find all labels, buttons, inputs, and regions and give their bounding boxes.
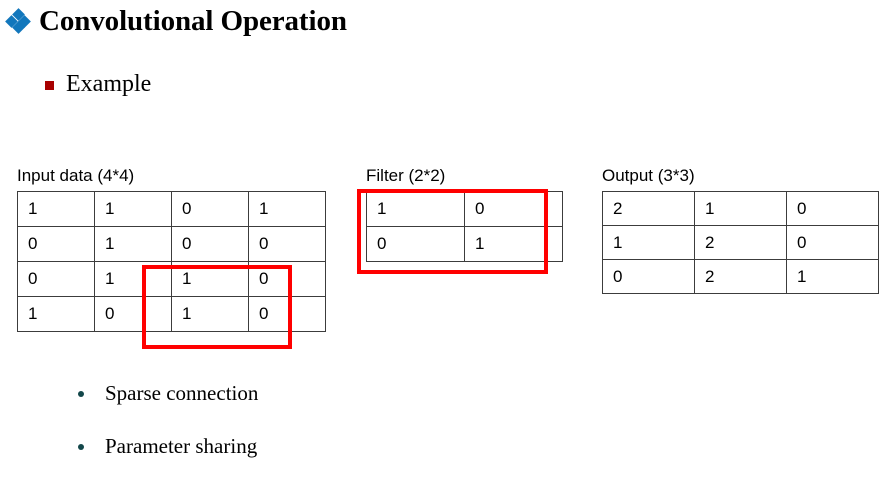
filter-cell-1-0: 0: [366, 226, 465, 262]
output-cell-1-1: 2: [694, 225, 787, 260]
output-cell-1-2: 0: [786, 225, 879, 260]
table-row: 0 1: [366, 226, 563, 262]
output-cell-2-1: 2: [694, 259, 787, 294]
input-cell-1-3: 0: [248, 226, 326, 262]
output-matrix-block: Output (3*3) 2 1 0 1 2 0 0 2 1: [602, 166, 879, 294]
input-cell-2-1: 1: [94, 261, 172, 297]
filter-matrix-block: Filter (2*2) 1 0 0 1: [366, 166, 563, 262]
input-cell-2-0: 0: [17, 261, 95, 297]
note-text-parameter-sharing: Parameter sharing: [105, 434, 258, 458]
output-cell-0-1: 1: [694, 191, 787, 226]
subtitle-text: Example: [66, 71, 152, 97]
table-row: 1 2 0: [602, 225, 879, 260]
input-cell-0-2: 0: [171, 191, 249, 227]
filter-cell-0-1: 0: [464, 191, 563, 227]
page-title: Convolutional Operation: [5, 4, 347, 38]
input-cell-3-1: 0: [94, 296, 172, 332]
list-item: Sparse connection: [78, 381, 258, 405]
output-cell-0-2: 0: [786, 191, 879, 226]
table-row: 0 1 1 0: [17, 261, 326, 297]
table-row: 1 0: [366, 191, 563, 227]
input-matrix-table: 1 1 0 1 0 1 0 0 0 1 1 0 1 0 1 0: [17, 191, 326, 332]
round-bullet-icon: [78, 391, 84, 397]
output-matrix-caption: Output (3*3): [602, 166, 695, 185]
input-cell-1-0: 0: [17, 226, 95, 262]
input-cell-1-2: 0: [171, 226, 249, 262]
input-cell-0-1: 1: [94, 191, 172, 227]
round-bullet-icon: [78, 444, 84, 450]
input-cell-2-2: 1: [171, 261, 249, 297]
output-cell-2-0: 0: [602, 259, 695, 294]
subtitle-bullet-item: Example: [45, 70, 151, 98]
table-row: 2 1 0: [602, 191, 879, 226]
filter-cell-1-1: 1: [464, 226, 563, 262]
table-row: 0 1 0 0: [17, 226, 326, 262]
filter-matrix-table: 1 0 0 1: [366, 191, 563, 262]
output-cell-0-0: 2: [602, 191, 695, 226]
output-cell-1-0: 1: [602, 225, 695, 260]
input-matrix-caption: Input data (4*4): [17, 166, 135, 185]
input-cell-0-0: 1: [17, 191, 95, 227]
input-cell-3-0: 1: [17, 296, 95, 332]
table-row: 1 0 1 0: [17, 296, 326, 332]
notes-list: Sparse connection Parameter sharing: [78, 381, 258, 487]
input-matrix-block: Input data (4*4) 1 1 0 1 0 1 0 0 0 1 1 0: [17, 166, 326, 332]
table-row: 0 2 1: [602, 259, 879, 294]
filter-matrix-caption: Filter (2*2): [366, 166, 446, 185]
filter-cell-0-0: 1: [366, 191, 465, 227]
list-item: Parameter sharing: [78, 434, 258, 458]
output-cell-2-2: 1: [786, 259, 879, 294]
input-cell-3-2: 1: [171, 296, 249, 332]
note-text-sparse-connection: Sparse connection: [105, 381, 259, 405]
table-row: 1 1 0 1: [17, 191, 326, 227]
input-cell-3-3: 0: [248, 296, 326, 332]
page-title-text: Convolutional Operation: [39, 5, 347, 37]
diamond-cluster-bullet-icon: [5, 8, 31, 34]
input-cell-0-3: 1: [248, 191, 326, 227]
input-cell-2-3: 0: [248, 261, 326, 297]
square-bullet-icon: [45, 80, 54, 90]
output-matrix-table: 2 1 0 1 2 0 0 2 1: [602, 191, 879, 294]
input-cell-1-1: 1: [94, 226, 172, 262]
